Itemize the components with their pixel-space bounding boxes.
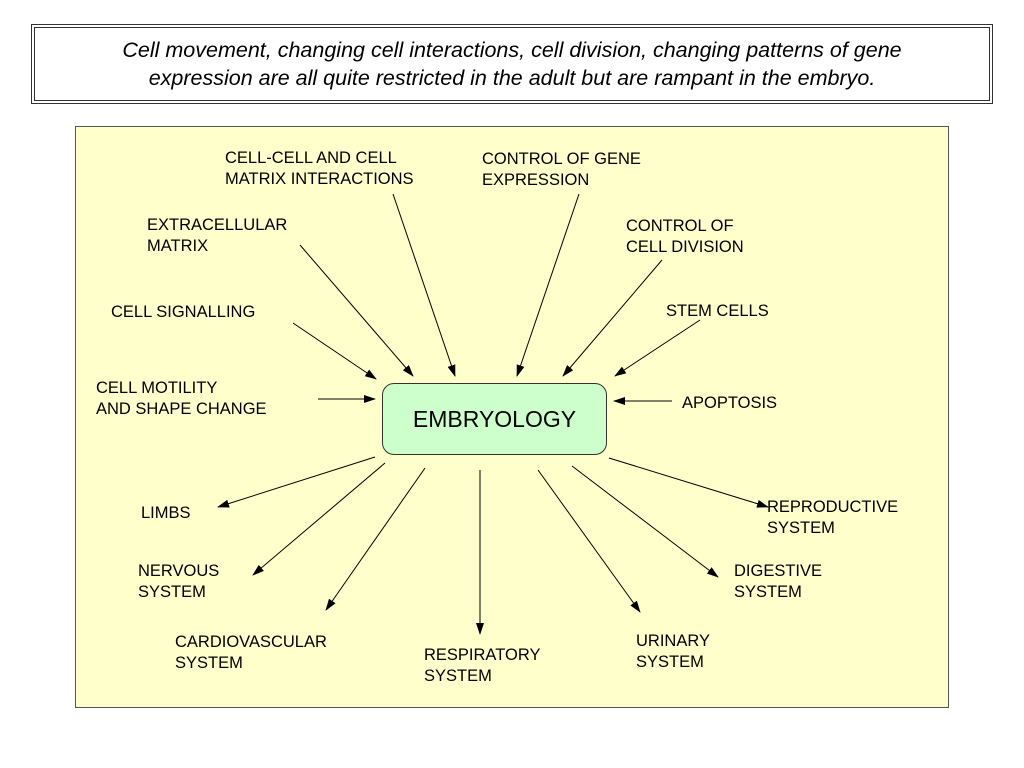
arrow-extracellular bbox=[299, 244, 414, 377]
embryology-node: EMBRYOLOGY bbox=[382, 383, 607, 455]
arrow-urinary bbox=[537, 469, 641, 613]
arrow-gene-expression bbox=[516, 193, 580, 377]
label-apoptosis: APOPTOSIS bbox=[682, 394, 778, 412]
label-cell-cell-interactions: CELL-CELL AND CELL MATRIX INTERACTIONS bbox=[225, 149, 414, 188]
arrow-limbs bbox=[217, 456, 376, 508]
label-cell-motility: CELL MOTILITY AND SHAPE CHANGE bbox=[96, 379, 267, 418]
label-reproductive-system: REPRODUCTIVE SYSTEM bbox=[767, 498, 899, 537]
header-line-2: expression are all quite restricted in t… bbox=[148, 66, 876, 90]
header-box: Cell movement, changing cell interaction… bbox=[31, 24, 993, 104]
arrow-nervous bbox=[252, 462, 386, 576]
header-text: Cell movement, changing cell interaction… bbox=[110, 36, 913, 92]
arrow-digestive bbox=[571, 465, 719, 578]
label-nervous-system: NERVOUS SYSTEM bbox=[138, 562, 220, 601]
label-digestive-system: DIGESTIVE SYSTEM bbox=[734, 562, 823, 601]
arrow-cell-cell bbox=[392, 193, 456, 377]
label-control-cell-division: CONTROL OF CELL DIVISION bbox=[626, 217, 744, 256]
label-control-gene-expression: CONTROL OF GENE EXPRESSION bbox=[482, 150, 641, 189]
label-urinary-system: URINARY SYSTEM bbox=[636, 632, 710, 671]
header-line-1: Cell movement, changing cell interaction… bbox=[122, 38, 902, 62]
arrow-cell-division bbox=[562, 259, 663, 377]
arrow-stem-cells bbox=[614, 319, 701, 377]
label-respiratory-system: RESPIRATORY SYSTEM bbox=[424, 646, 541, 685]
label-cell-signalling: CELL SIGNALLING bbox=[111, 303, 256, 321]
arrow-signalling bbox=[292, 322, 377, 380]
arrow-cardiovascular bbox=[325, 467, 426, 611]
label-stem-cells: STEM CELLS bbox=[666, 302, 769, 320]
label-extracellular-matrix: EXTRACELLULAR MATRIX bbox=[147, 216, 288, 255]
label-cardiovascular-system: CARDIOVASCULAR SYSTEM bbox=[175, 633, 327, 672]
arrow-reproductive bbox=[608, 457, 769, 508]
label-limbs: LIMBS bbox=[141, 504, 191, 522]
